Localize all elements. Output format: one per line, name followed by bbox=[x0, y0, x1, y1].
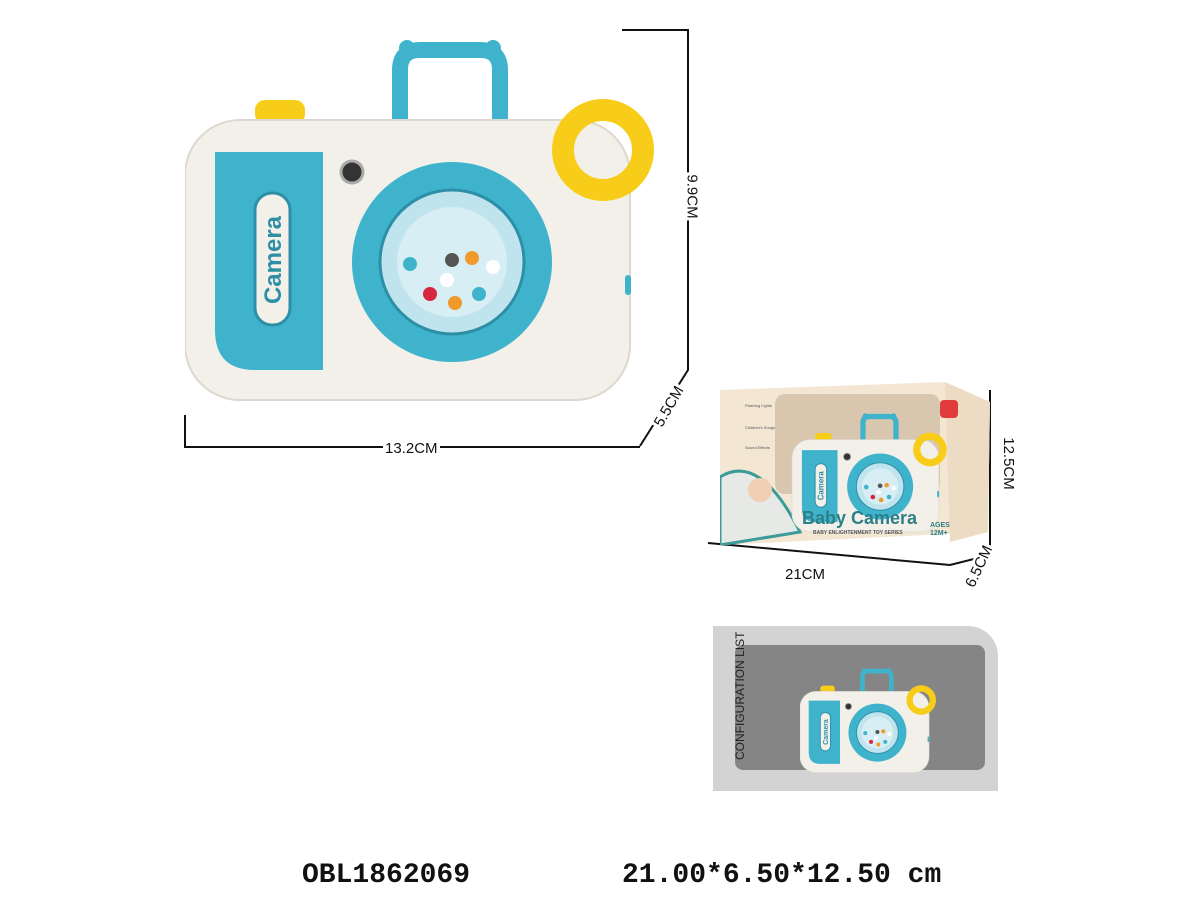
package-title: Baby Camera bbox=[802, 508, 918, 528]
package-ages: AGES 12M+ bbox=[930, 522, 950, 537]
package-width-label: 21CM bbox=[783, 566, 828, 583]
product-width-label: 13.2CM bbox=[383, 440, 440, 457]
configuration-camera-image bbox=[800, 650, 945, 785]
product-height-label: 9.9CM bbox=[683, 172, 701, 221]
package-size: 21.00*6.50*12.50 cm bbox=[622, 860, 942, 891]
package-box-image bbox=[720, 382, 990, 545]
item-code: OBL1862069 bbox=[302, 860, 471, 891]
configuration-label: CONFIGURATION LIST bbox=[733, 631, 747, 760]
package-subtitle: BABY ENLIGHTENMENT TOY SERIES bbox=[813, 530, 903, 536]
feature-sound-effects: Sound Effects bbox=[745, 445, 770, 450]
feature-childrens-songs: Children's Songs bbox=[745, 425, 776, 430]
package-height-label: 12.5CM bbox=[999, 435, 1017, 492]
feature-flashing-lights: Flashing Lights bbox=[745, 403, 772, 408]
